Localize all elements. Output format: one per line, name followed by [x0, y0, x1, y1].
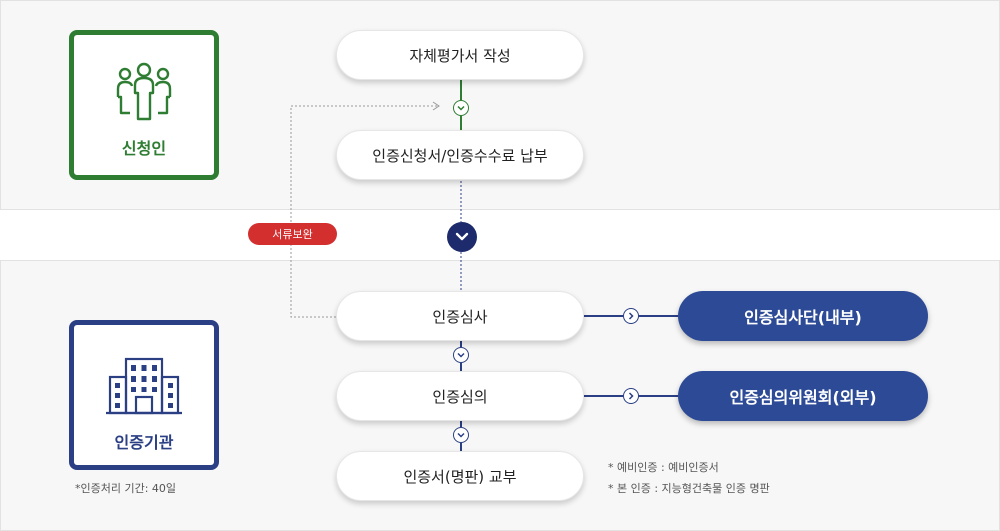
step-certificate-issue: 인증서(명판) 교부 — [336, 451, 584, 501]
chevron-down-icon — [453, 347, 469, 363]
footnote-main-certification: * 본 인증 : 지능형건축물 인증 명판 — [608, 482, 770, 495]
applicant-box: 신청인 — [69, 30, 219, 180]
chevron-down-icon — [447, 222, 477, 252]
step-application-payment: 인증신청서/인증수수료 납부 — [336, 130, 584, 180]
document-supplement-badge: 서류보완 — [248, 223, 337, 245]
committee-box: 인증심의위원회(외부) — [678, 371, 928, 421]
chevron-down-icon — [453, 100, 469, 116]
step-deliberation: 인증심의 — [336, 371, 584, 421]
processing-period-note: *인증처리 기간: 40일 — [75, 482, 177, 495]
building-icon — [106, 357, 182, 415]
step-self-evaluation: 자체평가서 작성 — [336, 30, 584, 80]
applicant-label: 신청인 — [121, 139, 167, 158]
chevron-right-icon — [623, 308, 639, 324]
people-group-icon — [116, 62, 172, 121]
chevron-right-icon — [623, 388, 639, 404]
footnote-preliminary: * 예비인증 : 예비인증서 — [608, 461, 719, 474]
institution-box: 인증기관 — [69, 320, 219, 470]
institution-label: 인증기관 — [114, 433, 174, 452]
chevron-down-icon — [453, 427, 469, 443]
step-review: 인증심사 — [336, 291, 584, 341]
review-team-box: 인증심사단(내부) — [678, 291, 928, 341]
